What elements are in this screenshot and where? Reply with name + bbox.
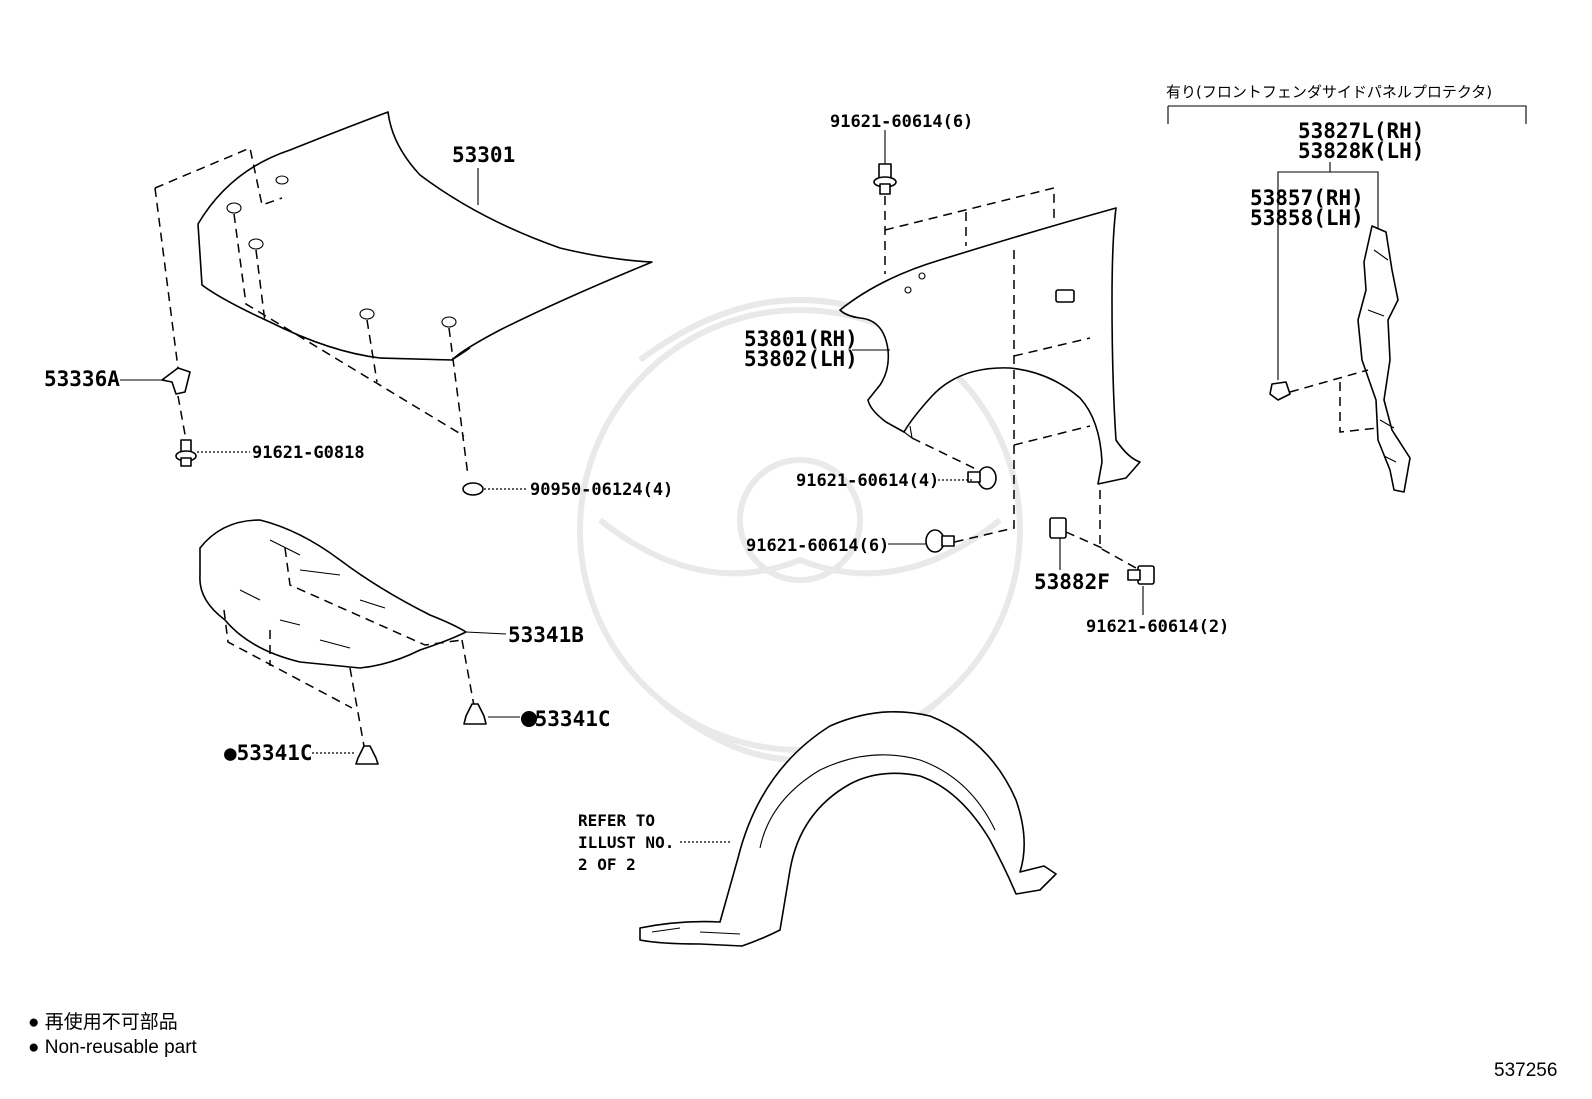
label-fender-bolt-mid: 91621-60614(4) bbox=[796, 471, 939, 491]
fender-bolt-top[interactable] bbox=[873, 163, 897, 195]
fender-bracket[interactable] bbox=[1049, 517, 1067, 539]
label-protector-rh: 53827L(RH) bbox=[1298, 119, 1424, 143]
legend-en: ● Non-reusable part bbox=[28, 1037, 198, 1058]
label-fender-rh: 53801(RH) bbox=[744, 327, 858, 351]
fender-liner[interactable] bbox=[639, 710, 1057, 947]
fender-bolt-bracket[interactable] bbox=[1127, 565, 1155, 585]
label-fender-bolt-bracket: 91621-60614(2) bbox=[1086, 617, 1229, 637]
diagram-id: 537256 bbox=[1494, 1060, 1557, 1081]
label-protector-note: 有り(フロントフェンダサイドパネルプロテクタ) bbox=[1166, 83, 1492, 101]
fender-bolt-low[interactable] bbox=[925, 529, 955, 553]
label-fender-bolt-low: 91621-60614(6) bbox=[746, 536, 889, 556]
seal-53341B[interactable] bbox=[199, 519, 467, 669]
label-hood-cushion: 90950-06124(4) bbox=[530, 480, 673, 500]
hood-bracket[interactable] bbox=[161, 367, 191, 395]
clip-right[interactable] bbox=[463, 703, 487, 725]
label-hood: 53301 bbox=[452, 143, 515, 167]
refer-line-2: ILLUST NO. bbox=[578, 833, 674, 852]
bolt-g0818[interactable] bbox=[175, 439, 197, 467]
refer-line-1: REFER TO bbox=[578, 811, 655, 830]
label-clip-left: ●53341C bbox=[224, 741, 313, 765]
label-panel-lh: 53858(LH) bbox=[1250, 206, 1364, 230]
label-clip-right: ●53341C bbox=[522, 707, 611, 731]
label-panel-rh: 53857(RH) bbox=[1250, 186, 1364, 210]
label-fender-bolt-top: 91621-60614(6) bbox=[830, 112, 973, 132]
clip-left[interactable] bbox=[355, 745, 379, 765]
fender-bolt-mid[interactable] bbox=[967, 466, 997, 490]
fender[interactable] bbox=[839, 207, 1141, 485]
label-hood-bracket: 53336A bbox=[44, 367, 120, 391]
hood-cushion[interactable] bbox=[462, 482, 484, 496]
refer-line-3: 2 OF 2 bbox=[578, 855, 636, 874]
non-reusable-dot-icon bbox=[521, 711, 537, 727]
panel-clip[interactable] bbox=[1269, 381, 1291, 401]
hood[interactable] bbox=[197, 111, 653, 361]
label-protector-lh: 53828K(LH) bbox=[1298, 139, 1424, 163]
label-fender-bracket: 53882F bbox=[1034, 570, 1110, 594]
label-seal: 53341B bbox=[508, 623, 584, 647]
label-bolt-g0818: 91621-G0818 bbox=[252, 443, 365, 463]
side-panel-protector[interactable] bbox=[1357, 225, 1411, 493]
legend-jp: ● 再使用不可部品 bbox=[28, 1011, 178, 1033]
label-fender-lh: 53802(LH) bbox=[744, 347, 858, 371]
